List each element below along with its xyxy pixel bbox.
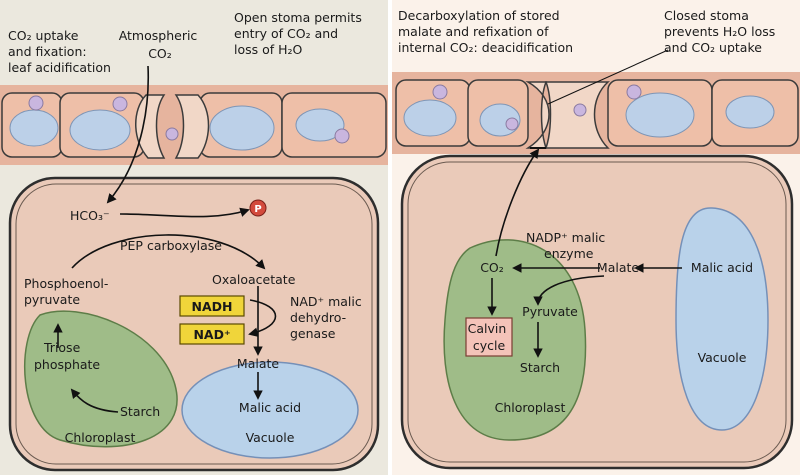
nucleus xyxy=(28,95,44,111)
phosphate-circle xyxy=(249,199,267,217)
left-epidermis xyxy=(0,85,388,165)
calvin-cycle-box xyxy=(465,317,513,357)
right-panel: Decarboxylation of stored malate and ref… xyxy=(392,0,800,475)
phosphate-symbol: P xyxy=(254,204,261,215)
cell-chloroplast xyxy=(725,95,775,129)
nucleus xyxy=(573,103,587,117)
vacuole-shape xyxy=(181,361,359,459)
stoma-leader-line xyxy=(547,49,669,105)
nucleus xyxy=(432,84,448,100)
left-panel: P CO₂ uptake and fixation: leaf acidific… xyxy=(0,0,388,475)
left-heading: CO₂ uptake and fixation: leaf acidificat… xyxy=(8,28,111,75)
chloroplast-label: Chloroplast xyxy=(65,430,136,445)
vacuole-label: Vacuole xyxy=(246,430,295,445)
cell-chloroplast xyxy=(69,109,131,151)
pyruvate-label: Pyruvate xyxy=(522,304,578,319)
right-epidermis xyxy=(392,72,800,154)
right-heading: Decarboxylation of stored malate and ref… xyxy=(398,8,573,55)
hco3-label: HCO₃⁻ xyxy=(70,208,110,223)
malate-label: Malate xyxy=(237,356,279,371)
nad-box xyxy=(179,323,245,345)
cell-chloroplast xyxy=(403,99,457,137)
chloroplast-shape xyxy=(24,310,178,448)
nucleus xyxy=(165,127,179,141)
mesophyll-cell-membrane xyxy=(15,183,373,465)
atmospheric-co2-label: Atmospheric CO₂ xyxy=(119,28,202,61)
cell-chloroplast xyxy=(9,109,59,147)
malate-to-pyruvate-arrow xyxy=(533,275,605,306)
cell-chloroplast xyxy=(209,105,275,151)
phosphate-arrow xyxy=(119,207,250,218)
nadh-box xyxy=(179,295,245,317)
malic-acid-label: Malic acid xyxy=(691,260,753,275)
starch-to-triose-arrow xyxy=(70,388,119,413)
nadh-label: NADH xyxy=(192,299,233,314)
oxaloacetate-label: Oxaloacetate xyxy=(212,272,296,287)
nucleus xyxy=(334,128,350,144)
nucleus xyxy=(505,117,519,131)
starch-label: Starch xyxy=(120,404,160,419)
panel-divider xyxy=(388,0,392,475)
malate-dehydrogenase-label: NAD⁺ malic dehydro- genase xyxy=(290,294,366,341)
chloroplast-label: Chloroplast xyxy=(495,400,566,415)
guard-cell xyxy=(174,94,210,159)
open-stoma-note: Open stoma permits entry of CO₂ and loss… xyxy=(234,10,366,57)
chloroplast-shape xyxy=(443,239,587,441)
nad-label: NAD⁺ xyxy=(193,327,230,342)
pep-carboxylase-label: PEP carboxylase xyxy=(120,238,222,253)
mesophyll-cell-membrane xyxy=(407,161,787,463)
closed-stoma-note: Closed stoma prevents H₂O loss and CO₂ u… xyxy=(664,8,779,55)
calvin-cycle-label: Calvin cycle xyxy=(468,321,511,353)
malate-label: Malate xyxy=(597,260,639,275)
cell-chloroplast xyxy=(625,92,695,138)
malic-acid-label: Malic acid xyxy=(239,400,301,415)
guard-cell xyxy=(135,94,166,159)
nucleus xyxy=(626,84,642,100)
nadp-malic-enzyme-label: NADP⁺ malic enzyme xyxy=(526,230,609,261)
pep-label: Phosphoenol- pyruvate xyxy=(24,276,112,307)
nadh-to-nad-arrow xyxy=(248,299,277,337)
cell-chloroplast xyxy=(295,108,345,142)
co2-entry-arrow xyxy=(106,65,150,204)
vacuole-label: Vacuole xyxy=(698,350,747,365)
co2-label: CO₂ xyxy=(480,260,504,275)
pep-carboxylase-arrow xyxy=(71,234,266,270)
vacuole-shape xyxy=(675,207,769,431)
nucleus xyxy=(112,96,128,112)
starch-label: Starch xyxy=(520,360,560,375)
co2-blocked-arrow xyxy=(495,148,540,257)
triose-phosphate-label: Triose phosphate xyxy=(34,340,100,372)
